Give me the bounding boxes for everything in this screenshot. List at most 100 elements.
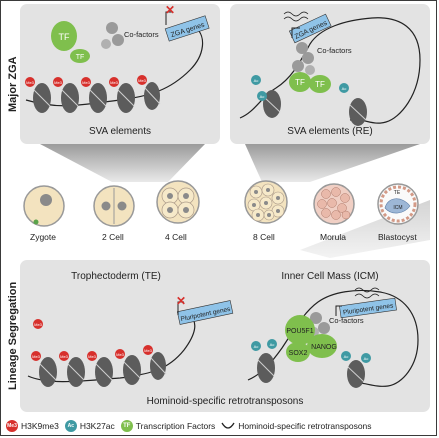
zygote-nucleus: [40, 194, 52, 206]
transcript-wave: [354, 293, 380, 299]
cell-nucleus: [183, 207, 189, 213]
blocked-x-icon: ✕: [165, 3, 175, 17]
cofactor-ball: [106, 22, 118, 34]
me3-mark: [59, 351, 69, 361]
nucleosome-wrap: [257, 359, 365, 383]
me3-mark: [31, 351, 41, 361]
ac-mark: [341, 351, 351, 361]
active-arrow: [291, 27, 300, 38]
line-arc-icon: [221, 422, 235, 429]
pou5f1-blob: [285, 315, 315, 345]
stage-label-4-cell: 4 Cell: [165, 232, 187, 242]
ac-mark-text: Ac: [342, 86, 347, 91]
blastocyst-icm-label: ICM: [393, 205, 402, 211]
icm-mass: [384, 198, 411, 214]
lineage-right-artwork: Inner Cell Mass (ICM) Pluripotent genes …: [247, 271, 419, 388]
blastocyst-te-label: TE: [394, 190, 401, 196]
legend-me3-label: H3K9me3: [21, 421, 59, 431]
nucleosome-wrap: [33, 87, 161, 107]
stage-label-morula: Morula: [320, 232, 346, 242]
me3-mark-text: Me3: [32, 354, 41, 359]
cofactor-ball: [302, 52, 314, 64]
me3-mark: [53, 77, 63, 87]
me3-mark: [33, 319, 43, 329]
icm-title: Inner Cell Mass (ICM): [281, 271, 378, 282]
me3-mark-text: Me3: [26, 80, 35, 85]
zygote-cell: [23, 185, 65, 227]
nucleosome-row: [33, 82, 161, 113]
left-funnel-shape: [40, 144, 205, 182]
transcript-wave: [283, 16, 309, 22]
me3-chip-icon: Me3: [6, 420, 18, 432]
cell-nucleus: [183, 193, 189, 199]
ac-mark: [251, 75, 261, 85]
zga-left-caption: SVA elements: [89, 126, 151, 137]
blocked-arrow: [177, 301, 184, 315]
legend-line-label: Hominoid-specific retrotransposons: [238, 421, 372, 431]
stage-label-2-cell: 2 Cell: [102, 232, 124, 242]
me3-mark: [81, 77, 91, 87]
ac-chip-icon: Ac: [64, 420, 77, 432]
me3-mark-text: Me3: [88, 354, 97, 359]
tf-big-text: TF: [59, 32, 70, 42]
te-ring: [379, 185, 417, 223]
ac-mark: [251, 341, 261, 351]
legend-item-line: Hominoid-specific retrotransposons: [221, 421, 372, 431]
cell-nucleus: [167, 193, 173, 199]
blocked-arrow: [165, 11, 172, 25]
legend-item-ac: Ac H3K27ac: [64, 420, 115, 432]
cofactor-ball: [292, 60, 304, 72]
me3-mark-text: Me3: [144, 348, 153, 353]
legend: Me3 H3K9me3 Ac H3K27ac TF Transcription …: [6, 418, 434, 434]
me3-mark-text: Me3: [54, 80, 63, 85]
pluripotent-genes-box: [339, 297, 397, 319]
sox2-text: SOX2: [289, 350, 308, 357]
dna-strand: [239, 17, 421, 124]
ac-mark-text: Ac: [260, 94, 265, 99]
me3-mark-text: Me3: [34, 322, 43, 327]
te-title: Trophectoderm (TE): [71, 271, 161, 282]
cofactors-label: Co-factors: [124, 30, 159, 39]
lineage-caption: Hominoid-specific retrotransposons: [147, 396, 304, 407]
lineage-panel: [20, 260, 430, 412]
me3-mark-text: Me3: [110, 80, 119, 85]
ac-mark-text: Ac: [270, 342, 275, 347]
polar-body: [33, 219, 39, 225]
morula-cells: [317, 187, 351, 220]
cofactor-ball: [310, 312, 322, 324]
tf-blob: [289, 72, 311, 92]
legend-tf-label: Transcription Factors: [135, 421, 216, 431]
nucleosome-wrap: [39, 357, 167, 381]
ac-mark-text: Ac: [254, 78, 259, 83]
ac-mark: [339, 83, 349, 93]
nucleosome-row: [39, 352, 167, 387]
me3-mark-text: Me3: [60, 354, 69, 359]
me3-mark-text: Me3: [116, 352, 125, 357]
legend-item-tf: TF Transcription Factors: [120, 420, 216, 432]
legend-ac-label: H3K27ac: [79, 421, 115, 431]
ac-mark: [267, 339, 277, 349]
cofactor-ball: [296, 42, 308, 54]
cell-nucleus: [167, 207, 173, 213]
cell-nucleus: [117, 201, 127, 211]
lineage-left-artwork: Trophectoderm (TE) Pluripotent genes ✕ M…: [27, 271, 234, 387]
cofactor-ball: [305, 65, 315, 75]
stage-label-8-cell: 8 Cell: [253, 232, 275, 242]
tf-big-blob: [51, 21, 77, 51]
cofactor-ball: [318, 322, 330, 334]
stage-label-zygote: Zygote: [30, 232, 56, 242]
me3-mark: [109, 77, 119, 87]
me3-mark: [143, 345, 153, 355]
ac-mark: [361, 353, 371, 363]
pluripotent-genes-box: [176, 300, 234, 325]
zga-right-caption: SVA elements (RE): [287, 126, 372, 137]
pou5f1-text: POU5F1: [286, 328, 313, 335]
nanog-blob: [307, 334, 337, 358]
active-arrow: [335, 305, 342, 316]
zga-genes-box: [164, 15, 210, 42]
stage-label-blastocyst: Blastocyst: [378, 232, 417, 242]
tf-small-blob: [70, 49, 90, 63]
me3-mark: [137, 75, 147, 85]
tf-small-text: TF: [76, 54, 85, 61]
